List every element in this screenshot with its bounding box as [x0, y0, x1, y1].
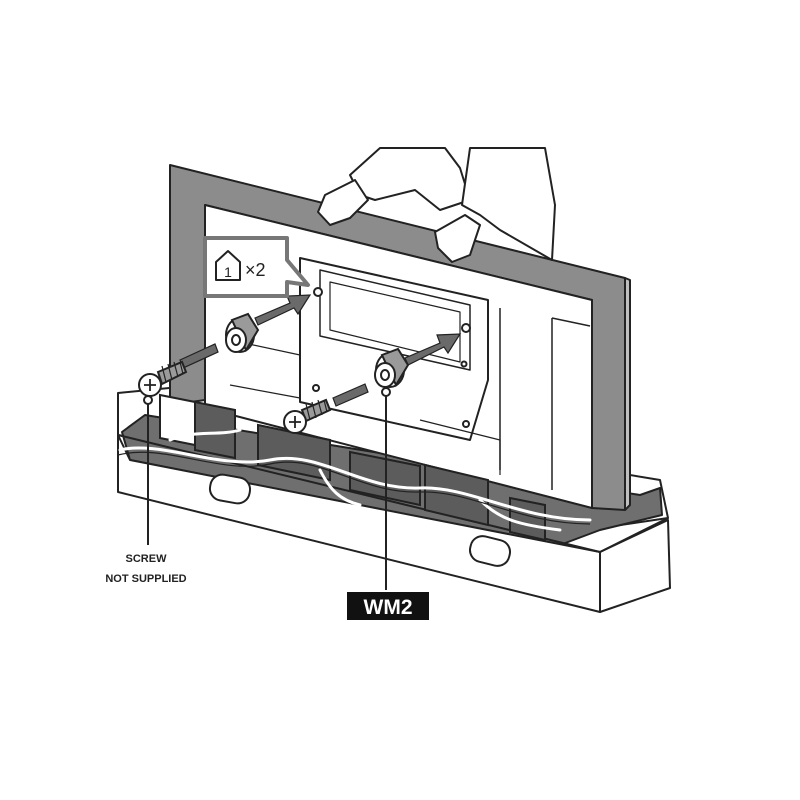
screw-right [283, 398, 332, 434]
left-hand [317, 179, 369, 226]
plastic-wrap [118, 428, 592, 532]
step-multiplier: ×2 [245, 260, 266, 280]
hands [317, 147, 556, 263]
hand-hole-left [208, 473, 252, 505]
spacer-lower [374, 347, 410, 388]
arrow-lower-spacer [404, 333, 462, 366]
right-arm [461, 147, 556, 261]
step-house-icon [215, 250, 241, 281]
screw-left [138, 360, 188, 397]
mount-hole-mid-right [462, 420, 470, 428]
callout-box: 1 ×2 [203, 236, 310, 298]
part-code-label: WM2 [364, 596, 413, 619]
box-side [599, 519, 671, 613]
screws [138, 360, 332, 434]
hand-hole-right [468, 535, 512, 567]
step-number: 1 [224, 264, 232, 280]
screw-label-line2: NOT SUPPLIED [105, 573, 186, 585]
spacers [225, 312, 410, 388]
mount-hole-top-right [461, 323, 471, 333]
arrow-lower-screw [332, 383, 369, 407]
mount-hole-mid-left [312, 384, 320, 392]
arrow-upper-spacer [254, 294, 312, 326]
arrows [179, 294, 462, 407]
leader-lines [143, 387, 391, 590]
right-hand [434, 214, 481, 263]
mount-hole-top-left [313, 287, 323, 297]
screw-label-line1: SCREW [126, 553, 168, 565]
part-code-badge: WM2 [347, 592, 429, 620]
spacer-upper [225, 312, 260, 353]
